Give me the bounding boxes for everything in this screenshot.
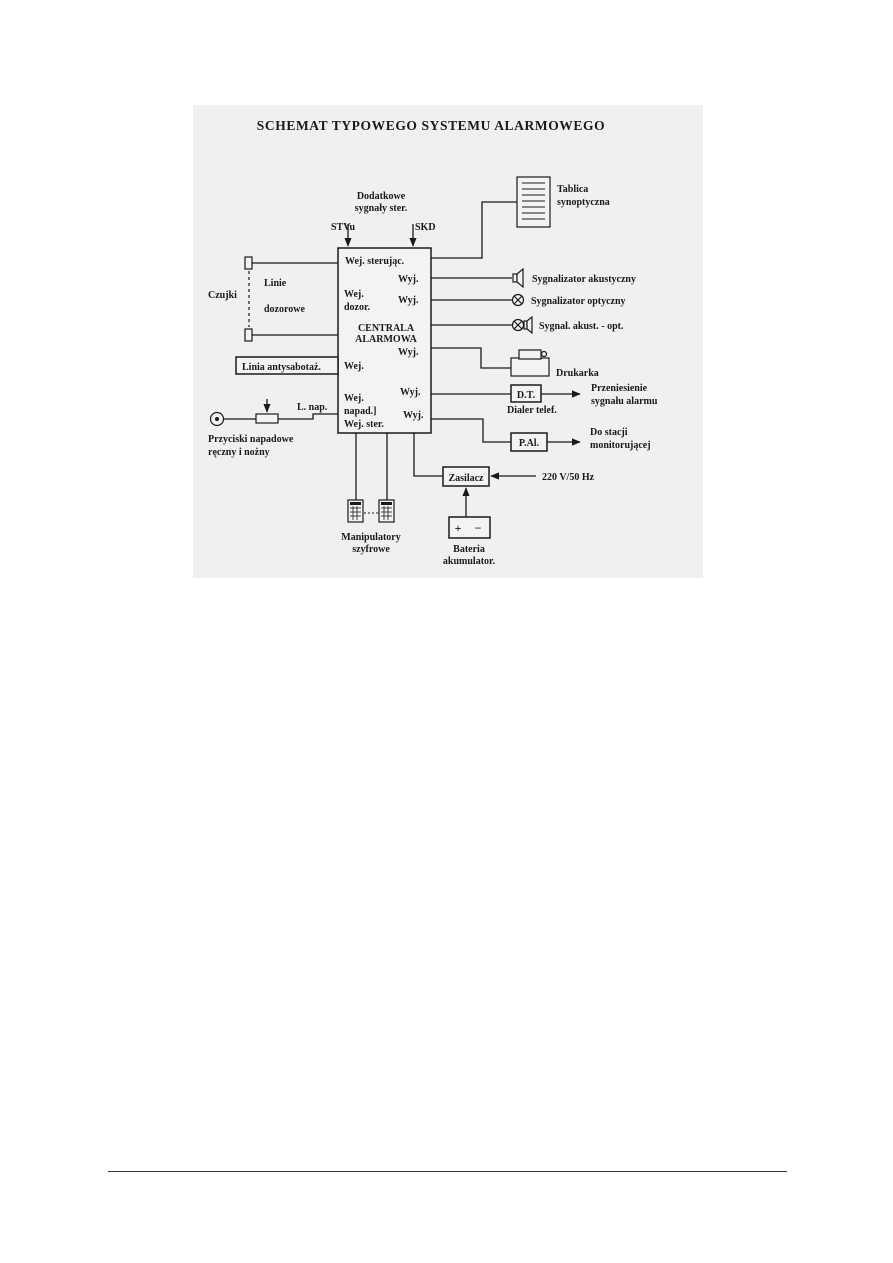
transfer-label-2: sygnału alarmu	[591, 396, 658, 407]
input-tamper-label: Wej.	[344, 361, 364, 372]
printer-icon	[510, 357, 550, 377]
input-panic-label-1: Wej.	[344, 393, 364, 404]
extra-signals-label-1: Dodatkowe	[357, 191, 406, 202]
central-unit-box	[337, 247, 432, 434]
battery-label-2: akumulator.	[443, 556, 496, 567]
printer-line	[431, 347, 511, 369]
printer-label: Drukarka	[556, 368, 599, 379]
extra-signals-label-2: sygnały ster.	[355, 203, 408, 214]
tamper-line-box	[235, 356, 339, 375]
input-guard-label-1: Wej.	[344, 289, 364, 300]
alarm-system-diagram: SCHEMAT TYPOWEGO SYSTEMU ALARMOWEGO Wej.…	[208, 118, 658, 567]
synoptic-label-1: Tablica	[557, 184, 588, 195]
battery-label-1: Bateria	[453, 544, 485, 555]
central-name-line2: ALARMOWA	[355, 334, 417, 345]
output-4-label: Wyj.	[400, 387, 421, 398]
diagram-title: SCHEMAT TYPOWEGO SYSTEMU ALARMOWEGO	[257, 118, 605, 133]
mains-label: 220 V/50 Hz	[542, 472, 595, 483]
station-label-1: Do stacji	[590, 427, 628, 438]
psu-line	[413, 433, 443, 477]
input-guard-label-2: dozor.	[344, 302, 371, 313]
guard-lines-label-1: Linie	[264, 278, 287, 289]
stvu-label: STVu	[331, 222, 356, 233]
panic-line	[278, 413, 338, 420]
battery-icon	[448, 516, 491, 539]
keypad-left-icon	[347, 499, 364, 523]
pal-line	[431, 418, 511, 443]
panic-buttons-label-1: Przyciski napadowe	[208, 434, 294, 445]
footer-rule	[108, 1171, 787, 1172]
output-2-label: Wyj.	[398, 295, 419, 306]
station-label-2: monitorującej	[590, 440, 651, 451]
skd-label: SKD	[415, 222, 436, 233]
input-control-label: Wej. sterując.	[345, 256, 405, 267]
keypad-right-icon	[378, 499, 395, 523]
panic-line-label: L. nap.	[297, 402, 328, 413]
battery-plus: +	[455, 521, 462, 535]
psu-box	[442, 466, 490, 487]
panic-resistor-icon	[255, 413, 279, 424]
battery-minus: −	[475, 521, 482, 535]
central-name-line1: CENTRALA	[358, 323, 415, 334]
guard-lines-label-2: dozorowe	[264, 304, 305, 315]
synoptic-label-2: synoptyczna	[557, 197, 610, 208]
acoustic-label: Sygnalizator akustyczny	[532, 274, 636, 285]
detector-bottom-icon	[244, 328, 253, 342]
psu-label: Zasilacz	[449, 473, 485, 484]
acoustic-optical-label: Sygnal. akust. - opt.	[539, 321, 624, 332]
detector-top-icon	[244, 256, 253, 270]
dialer-label: Dialer telef.	[507, 405, 557, 416]
tamper-line-label: Linia antysabotaż.	[242, 362, 321, 373]
input-ctrl2-label: Wej. ster.	[344, 419, 384, 430]
synoptic-line	[431, 201, 517, 259]
dialer-box-label: D.T.	[517, 390, 536, 401]
panic-buttons-label-2: ręczny i nożny	[208, 447, 270, 458]
detectors-label: Czujki	[208, 290, 237, 301]
optical-label: Sygnalizator optyczny	[531, 296, 626, 307]
keypads-label-1: Manipulatory	[341, 532, 400, 543]
output-5-label: Wyj.	[403, 410, 424, 421]
pal-box-label: P.Al.	[519, 438, 540, 449]
transfer-label-1: Przeniesienie	[591, 383, 648, 394]
input-panic-label-2: napad.]	[344, 406, 377, 417]
output-1-label: Wyj.	[398, 274, 419, 285]
output-3-label: Wyj.	[398, 347, 419, 358]
keypads-label-2: szyfrowe	[352, 544, 390, 555]
scanned-figure: SCHEMAT TYPOWEGO SYSTEMU ALARMOWEGO Wej.…	[193, 105, 703, 578]
